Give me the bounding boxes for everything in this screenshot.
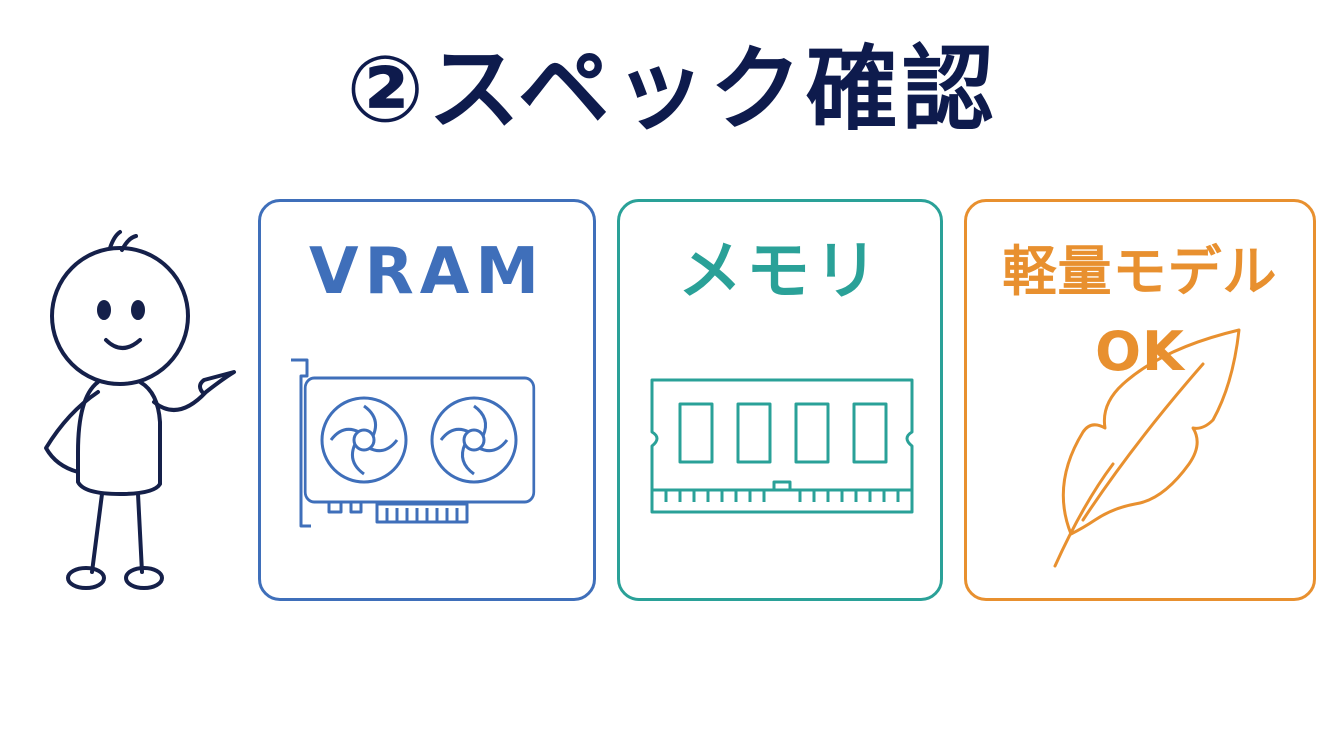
gpu-card-icon xyxy=(291,358,536,528)
page-title: ②スペック確認 xyxy=(346,36,998,143)
card-memory: メモリ xyxy=(617,199,943,601)
card-label-memory: メモリ xyxy=(678,235,882,309)
card-vram: VRAM xyxy=(258,199,596,601)
feather-icon xyxy=(1053,328,1241,568)
card-label-light-model: 軽量モデルOK xyxy=(1002,240,1278,383)
card-label-vram: VRAM xyxy=(308,235,546,309)
card-light-model: 軽量モデルOK xyxy=(964,199,1316,601)
ram-module-icon xyxy=(650,378,914,514)
pointing-stick-figure-icon xyxy=(44,230,236,590)
